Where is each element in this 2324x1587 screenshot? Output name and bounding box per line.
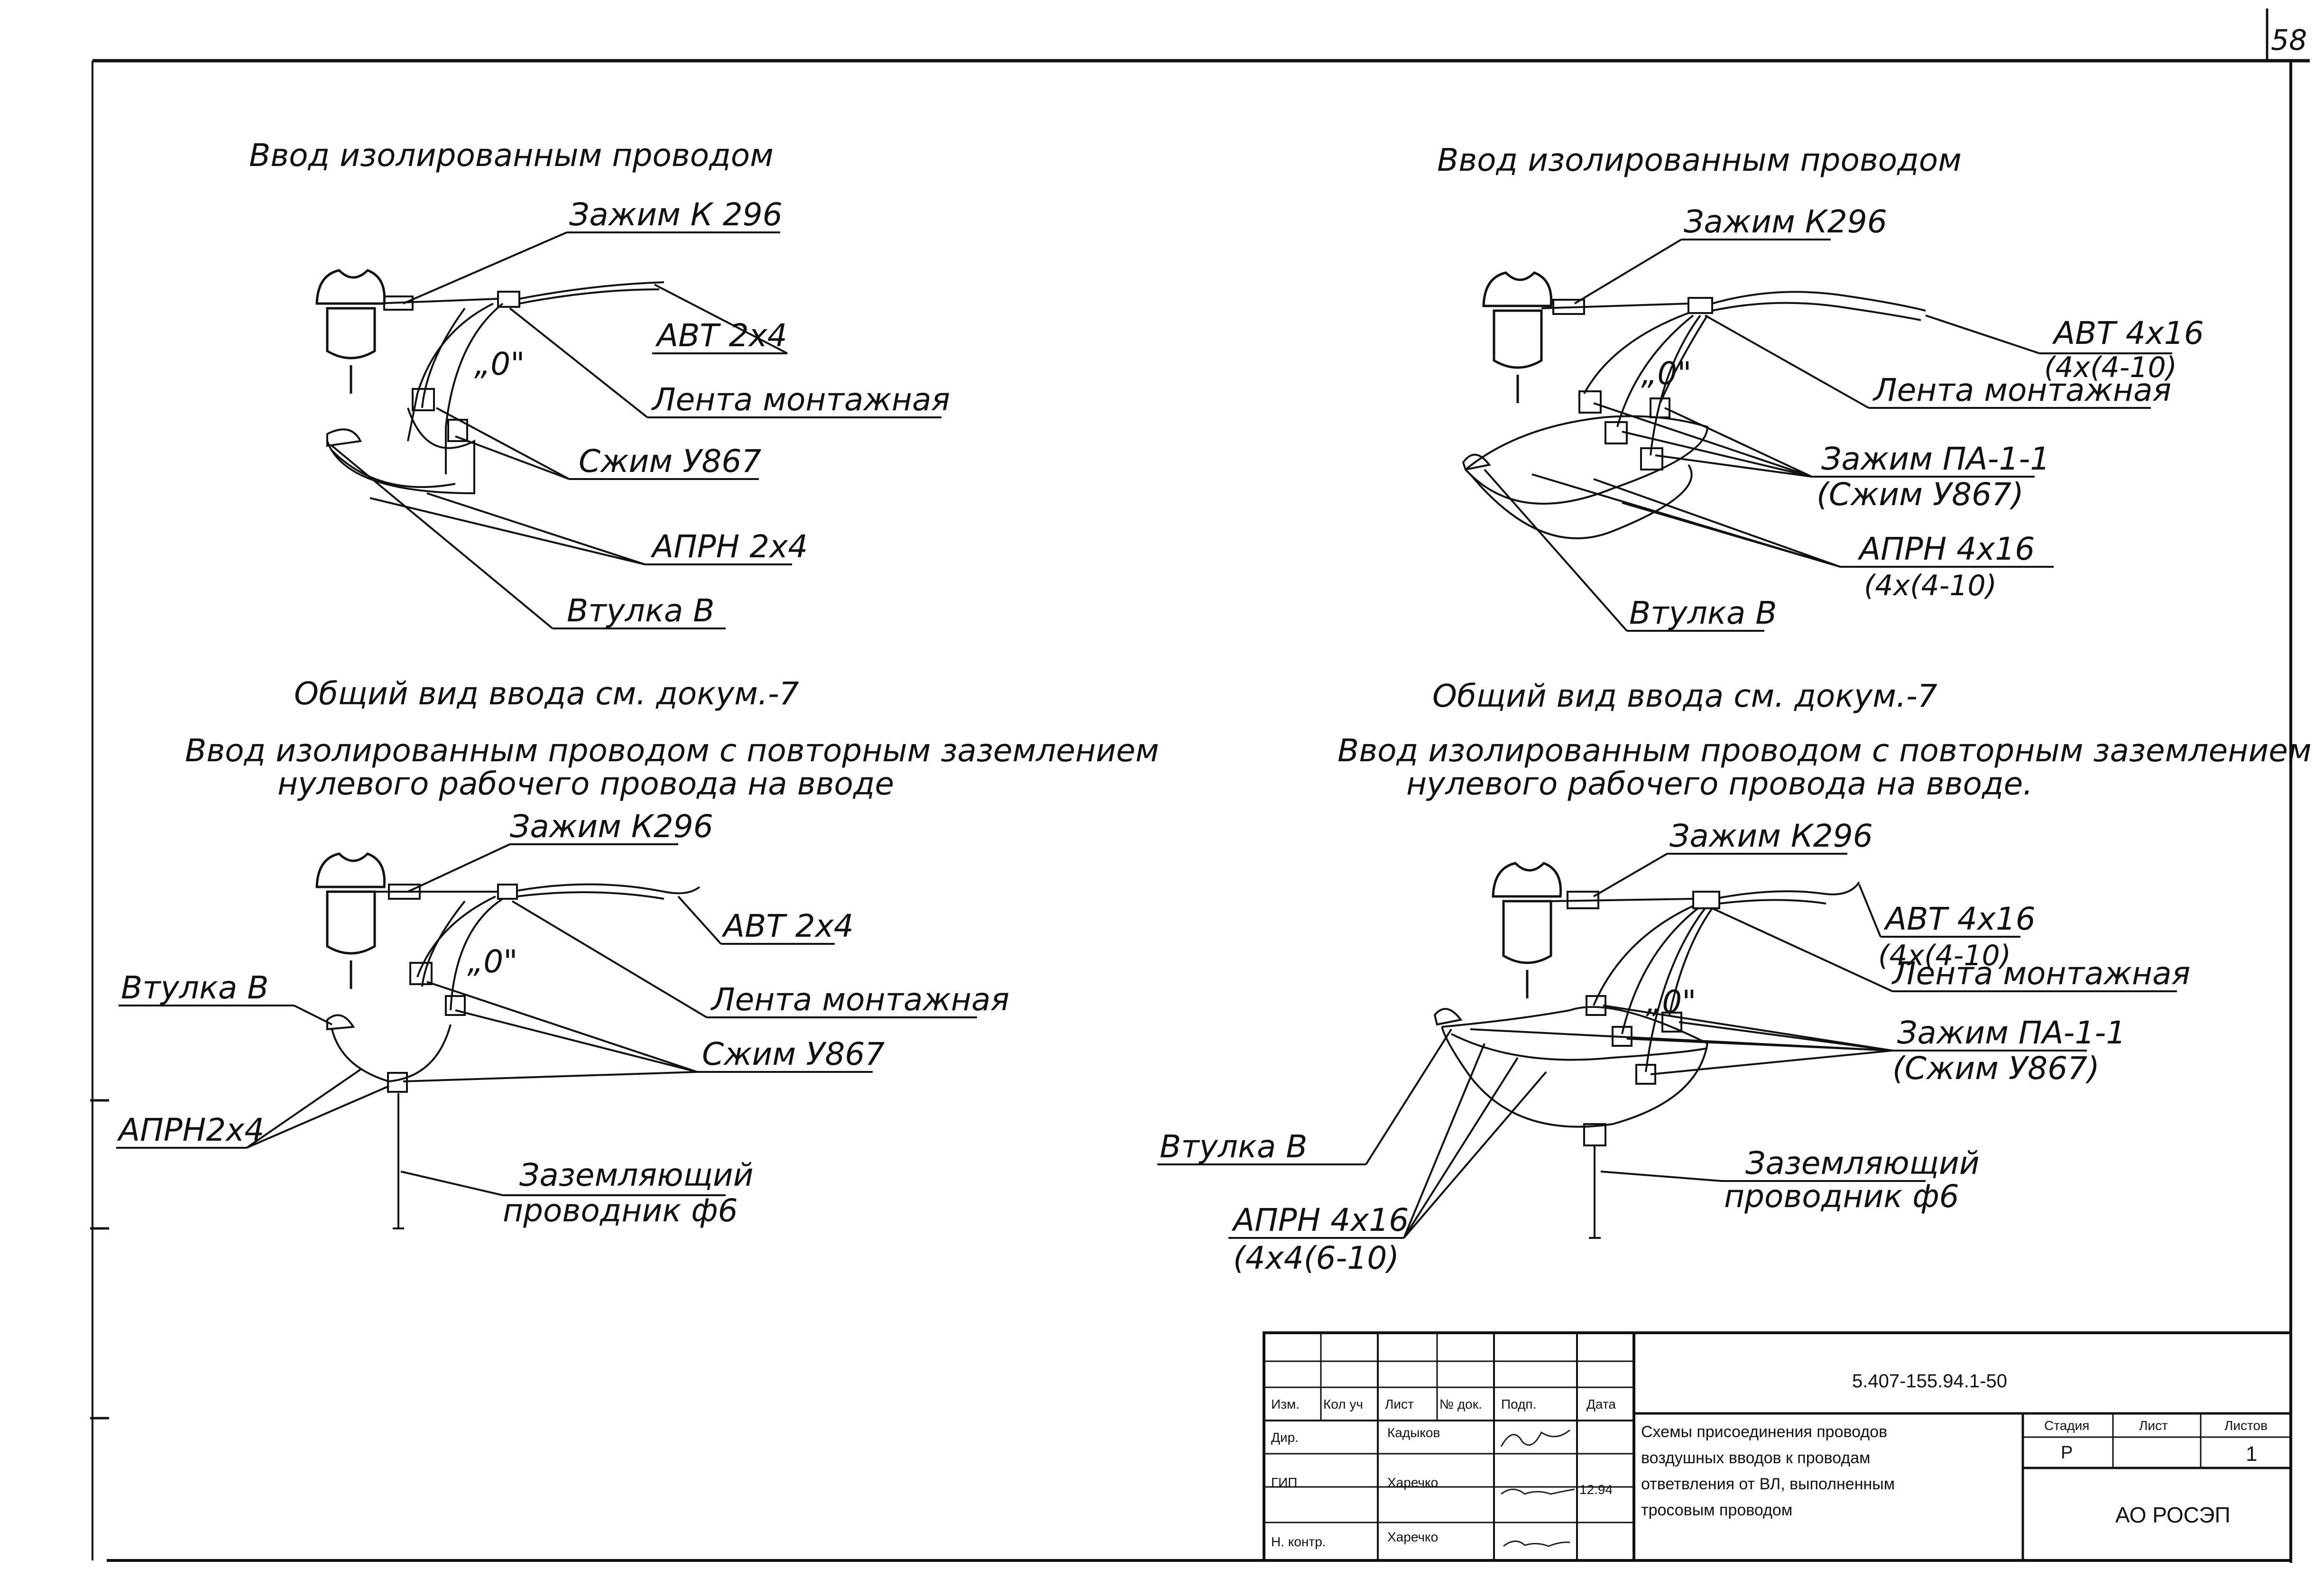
- zero-mark: „0": [1646, 984, 1697, 1020]
- general-view-note: Общий вид ввода см. докум.-7: [1432, 678, 1937, 714]
- general-view-note: Общий вид ввода см. докум.-7: [294, 675, 799, 712]
- diagram-title-line2: нулевого рабочего провода на вводе.: [1406, 766, 2033, 802]
- diagram-title-line1: Ввод изолированным проводом с повторным …: [1337, 732, 2312, 769]
- clamp-pa-label: Зажим ПА-1-1: [1897, 1015, 2126, 1051]
- description-line-1: Схемы присоединения проводов: [1641, 1423, 1887, 1441]
- role-norm-control: Н. контр.: [1271, 1534, 1326, 1549]
- stage-value: Р: [2061, 1443, 2073, 1463]
- col-header-signature: Подп.: [1501, 1397, 1536, 1412]
- col-header-change: Изм.: [1271, 1397, 1300, 1412]
- wire-avt-alt-label: (4х(4-10): [2044, 351, 2177, 384]
- compression-label: Сжим У867: [579, 443, 761, 480]
- diagram-top-right: Ввод изолированным проводом „0": [1432, 142, 2204, 714]
- approval-date: 12.94: [1579, 1482, 1613, 1497]
- mounting-tape-label: Лента монтажная: [710, 981, 1009, 1018]
- col-header-date: Дата: [1586, 1397, 1616, 1412]
- clamp-pa-label: Зажим ПА-1-1: [1821, 441, 2050, 477]
- insulator-icon: [1482, 271, 1553, 403]
- clamp-pa-alt-label: (Сжим У867): [1892, 1050, 2100, 1087]
- diagram-title-line1: Ввод изолированным проводом с повторным …: [185, 732, 1159, 769]
- wire-aprn-label: АПРН2х4: [117, 1112, 264, 1148]
- diagram-title: Ввод изолированным проводом: [249, 137, 774, 174]
- name-norm-control: Харечко: [1387, 1530, 1438, 1544]
- name-chief-engineer: Харечко: [1387, 1475, 1438, 1490]
- wire-avt-alt-label: (4х(4-10): [1878, 939, 2011, 972]
- wire-avt-label: АВТ 4х16: [2052, 315, 2204, 351]
- grounding-label-line2: проводник ф6: [1724, 1178, 1959, 1215]
- wire-avt-label: АВТ 4х16: [1883, 901, 2036, 937]
- wire-aprn-label: АПРН 4х16: [1857, 531, 2035, 567]
- wire-aprn-alt-label: (4х(4-10): [1864, 569, 1997, 602]
- signature-marks: [1500, 1429, 1575, 1547]
- grounding-label-line1: Заземляющий: [519, 1157, 754, 1193]
- mounting-tape-label: Лента монтажная: [1872, 372, 2171, 408]
- sheets-header: Листов: [2224, 1418, 2268, 1433]
- wire-aprn-label: АПРН 2х4: [650, 528, 808, 565]
- bushing-label: Втулка В: [121, 969, 269, 1006]
- diagram-bottom-left: Ввод изолированным проводом с повторным …: [116, 732, 1159, 1229]
- grounding-label-line1: Заземляющий: [1745, 1145, 1980, 1181]
- leader-lines: [1157, 853, 2177, 1239]
- clamp-k296-label: Зажим К296: [1684, 203, 1887, 240]
- description-line-3: ответвления от ВЛ, выполненным: [1641, 1475, 1895, 1493]
- diagram-title: Ввод изолированным проводом: [1437, 142, 1962, 178]
- leader-lines: [1484, 239, 2172, 632]
- bushing-label: Втулка В: [1160, 1128, 1308, 1165]
- zero-mark: „0": [474, 346, 525, 382]
- diagram-top-left: Ввод изолированным проводом „0": [249, 137, 950, 712]
- name-director: Кадыков: [1387, 1425, 1440, 1440]
- stage-header: Стадия: [2044, 1418, 2089, 1433]
- wire-drawing: [326, 883, 701, 1229]
- diagram-title-line2: нулевого рабочего провода на вводе: [277, 766, 894, 802]
- clamp-pa-alt-label: (Сжим У867): [1817, 476, 2024, 513]
- role-director: Дир.: [1271, 1430, 1299, 1445]
- zero-mark: „0": [467, 943, 518, 980]
- bushing-label: Втулка В: [567, 592, 715, 629]
- wire-avt-label: АВТ 2х4: [655, 317, 787, 354]
- description-line-2: воздушных вводов к проводам: [1641, 1449, 1871, 1467]
- wire-aprn-label: АПРН 4х16: [1231, 1202, 1409, 1238]
- mounting-tape-label: Лента монтажная: [1891, 955, 2190, 992]
- wire-drawing: [1433, 881, 1860, 1239]
- clamp-k296-label: Зажим К296: [510, 808, 713, 845]
- leader-lines: [331, 231, 941, 629]
- insulator-icon: [315, 269, 386, 394]
- title-block-grid: [1263, 1331, 2292, 1562]
- diagram-bottom-right: Ввод изолированным проводом с повторным …: [1157, 732, 2312, 1276]
- wire-aprn-alt-label: (4х4(6-10): [1233, 1240, 1399, 1276]
- insulator-icon: [1492, 862, 1562, 998]
- mounting-tape-label: Лента монтажная: [651, 381, 950, 418]
- clamp-k296-label: Зажим К296: [1669, 818, 1873, 854]
- insulator-icon: [315, 852, 386, 989]
- bushing-label: Втулка В: [1629, 595, 1777, 631]
- title-block: 5.407-155.94.1-50 Изм. Кол уч Лист № док…: [1263, 1331, 2292, 1562]
- sheet-number: 58: [2271, 24, 2307, 57]
- compression-label: Сжим У867: [702, 1036, 885, 1072]
- sheets-value: 1: [2246, 1442, 2257, 1466]
- grounding-label-line2: проводник ф6: [503, 1192, 738, 1229]
- clamp-k296-label: Зажим К 296: [569, 196, 783, 233]
- description-line-4: тросовым проводом: [1641, 1501, 1792, 1519]
- leader-lines: [116, 843, 977, 1196]
- col-header-sheet: Лист: [1385, 1397, 1414, 1412]
- doc-code: 5.407-155.94.1-50: [1852, 1371, 2007, 1392]
- sheet-header: Лист: [2139, 1418, 2168, 1433]
- wire-avt-label: АВТ 2х4: [721, 908, 854, 944]
- role-chief-engineer: ГИП: [1271, 1475, 1297, 1490]
- col-header-doc-no: № док.: [1439, 1397, 1482, 1412]
- organization-name: АО РОСЭП: [2115, 1503, 2231, 1527]
- col-header-count: Кол уч: [1323, 1397, 1363, 1412]
- zero-mark: „0": [1641, 355, 1692, 392]
